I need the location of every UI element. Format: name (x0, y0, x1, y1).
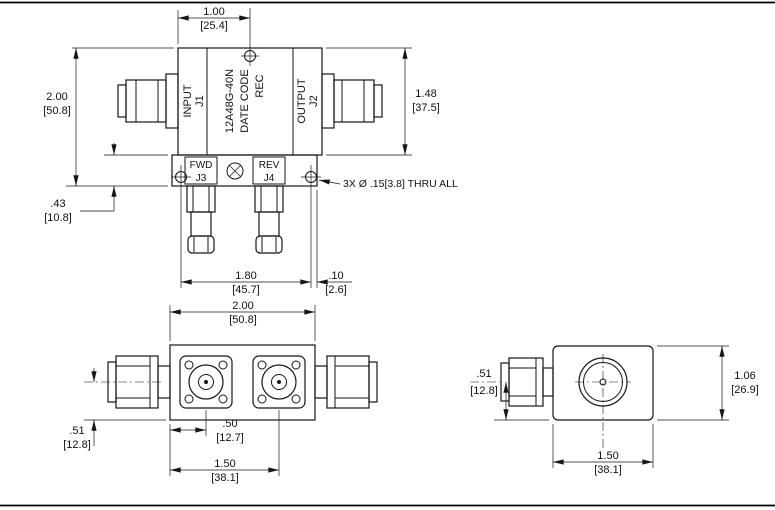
dim-overall-in: 2.00 (46, 91, 67, 103)
dim-port1-mm: [12.7] (216, 432, 244, 444)
thru-holes-note: 3X Ø .15[3.8] THRU ALL (343, 178, 458, 190)
rec-marking: REC (254, 74, 266, 97)
dim-body-width: 1.48 [37.5] (326, 47, 440, 156)
rev-jack-label: J4 (264, 173, 275, 184)
dim-body-length-in: 2.00 (232, 300, 253, 312)
dim-plate-mm: [10.8] (44, 212, 72, 224)
dim-port2-in: 1.50 (214, 458, 235, 470)
dim-hole-offset-mm: [25.4] (200, 20, 228, 32)
dim-body-depth: 1.50 [38.1] (552, 424, 654, 476)
dim-axis-side-in: .51 (476, 368, 491, 380)
coupler-body-top: INPUT J1 12A48G-40N DATE CODE REC OUTPUT… (177, 47, 323, 156)
coupled-port-plate: FWD J3 REV J4 (171, 154, 321, 187)
dim-body-mm: [37.5] (412, 102, 440, 114)
output-jack-label: J2 (308, 95, 320, 107)
input-n-connector (117, 73, 179, 129)
fwd-port-box (184, 156, 218, 185)
dim-axis-height-front: .51 [12.8] (63, 368, 166, 451)
input-label: INPUT (182, 84, 194, 117)
dim-axis-front-mm: [12.8] (63, 439, 91, 451)
rev-port-box (252, 156, 286, 185)
dim-hole-edge-mm: [2.6] (325, 284, 346, 296)
center-screw (226, 162, 244, 180)
dim-body-in: 1.48 (415, 88, 436, 100)
rev-flange-connector (252, 355, 306, 409)
coupler-body-side (552, 345, 654, 421)
coupler-body-front (169, 344, 316, 421)
output-n-connector-front (314, 355, 378, 409)
dim-axis-side-mm: [12.8] (470, 385, 498, 397)
dim-port1-offset: .50 [12.7] (170, 410, 244, 444)
output-label: OUTPUT (296, 78, 308, 124)
dim-hole-span: 1.80 [45.7] (180, 165, 312, 296)
dim-hole-edge-in: .10 (328, 270, 343, 282)
dim-plate-in: .43 (50, 198, 65, 210)
top-view: INPUT J1 12A48G-40N DATE CODE REC OUTPUT… (43, 6, 458, 296)
dim-overall-mm: [50.8] (43, 105, 71, 117)
dim-port2-offset: 1.50 [38.1] (169, 410, 280, 484)
dim-body-height: 1.06 [26.9] (657, 345, 759, 421)
dim-hole-span-in: 1.80 (235, 270, 256, 282)
dim-body-length: 2.00 [50.8] (169, 300, 316, 341)
fwd-sma-connector (186, 185, 216, 254)
dim-body-height-mm: [26.9] (731, 384, 759, 396)
dim-axis-height-side: .51 [12.8] (470, 368, 549, 421)
dim-port2-mm: [38.1] (211, 472, 239, 484)
output-n-connector (321, 73, 383, 129)
thru-holes-callout: 3X Ø .15[3.8] THRU ALL (318, 178, 458, 190)
rev-label: REV (259, 160, 280, 171)
dim-hole-offset-in: 1.00 (203, 6, 224, 18)
rev-sma-connector (254, 185, 284, 254)
side-view: .51 [12.8] 1.06 [26.9] 1.50 [38.1] (470, 345, 759, 476)
fwd-flange-connector (179, 355, 233, 409)
dim-body-depth-mm: [38.1] (594, 464, 622, 476)
input-jack-label: J1 (194, 95, 206, 107)
dim-plate-thickness: .43 [10.8] (44, 143, 168, 224)
dim-overall-height: 2.00 [50.8] (43, 47, 174, 187)
n-connector-side (500, 357, 554, 407)
fwd-label: FWD (190, 160, 213, 171)
dim-body-depth-in: 1.50 (597, 450, 618, 462)
model-marking: 12A48G-40N (224, 69, 236, 133)
plate-outline (171, 154, 318, 187)
dim-body-height-in: 1.06 (734, 370, 755, 382)
dim-body-length-mm: [50.8] (229, 314, 257, 326)
fwd-jack-label: J3 (196, 173, 207, 184)
dim-hole-edge: .10 [2.6] (316, 190, 352, 296)
dim-port1-in: .50 (222, 418, 237, 430)
dim-hole-offset: 1.00 [25.4] (177, 6, 251, 66)
dim-axis-front-in: .51 (69, 425, 84, 437)
front-view: 2.00 [50.8] .51 [12.8] .50 [12.7] 1.50 [… (63, 300, 378, 484)
output-connector-face (575, 354, 631, 448)
dim-hole-span-mm: [45.7] (232, 284, 260, 296)
datecode-marking: DATE CODE (239, 69, 251, 132)
